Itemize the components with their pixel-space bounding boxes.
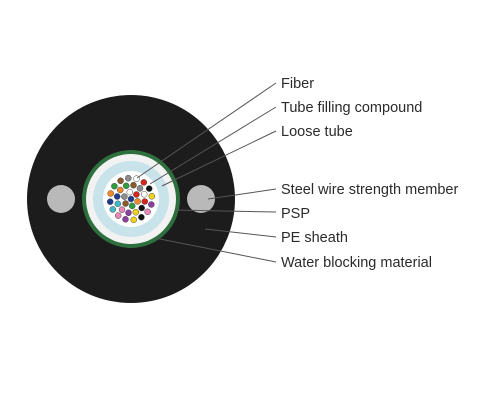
- leader-line-water-blocking: [154, 237, 277, 263]
- fiber-bundle: [106, 174, 156, 224]
- label-psp: PSP: [281, 206, 310, 222]
- fiber-strand: [130, 181, 137, 189]
- fiber-strand: [140, 179, 148, 186]
- steel-wire-right: [187, 185, 215, 213]
- fiber-strand: [130, 216, 137, 224]
- fiber-strand: [126, 188, 134, 196]
- fiber-strand: [148, 201, 155, 208]
- fiber-strand: [121, 193, 128, 200]
- fiber-strand: [117, 177, 124, 185]
- leader-line-tube-filling: [149, 106, 277, 185]
- label-water-blocking-material: Water blocking material: [281, 255, 432, 271]
- fiber-strand: [133, 191, 140, 198]
- fiber-strand: [128, 202, 136, 210]
- fiber-strand: [122, 182, 130, 190]
- label-loose-tube: Loose tube: [281, 124, 353, 140]
- fiber-strand: [127, 195, 135, 203]
- leader-line-steel-wire: [207, 188, 277, 200]
- label-fiber: Fiber: [281, 76, 314, 92]
- leader-line-fiber: [136, 82, 277, 179]
- fiber-strand: [114, 212, 122, 219]
- fiber-strand: [114, 200, 122, 208]
- fiber-strand: [125, 174, 132, 182]
- leader-line-psp: [174, 209, 277, 213]
- fiber-strand: [122, 200, 129, 207]
- fiber-strand: [144, 208, 151, 216]
- label-steel-wire-strength-member: Steel wire strength member: [281, 182, 458, 198]
- fiber-strand: [113, 193, 121, 200]
- fiber-strand: [140, 190, 148, 198]
- fiber-strand: [109, 206, 117, 213]
- fiber-strand: [106, 198, 114, 205]
- steel-wire-left: [47, 185, 75, 213]
- fiber-strand: [134, 198, 141, 205]
- label-pe-sheath: PE sheath: [281, 230, 348, 246]
- fiber-strand: [111, 182, 118, 190]
- fiber-strand: [141, 198, 149, 205]
- fiber-strand: [107, 190, 114, 197]
- leader-line-pe-sheath: [204, 228, 277, 238]
- fiber-strand: [136, 185, 144, 192]
- leader-line-loose-tube: [161, 130, 277, 187]
- fiber-strand: [122, 216, 129, 223]
- fiber-strand: [138, 204, 145, 212]
- fiber-strand: [145, 185, 153, 192]
- fiber-strand: [118, 206, 126, 213]
- fiber-strand: [138, 213, 145, 221]
- fiber-strand: [148, 193, 156, 200]
- fiber-strand: [132, 208, 140, 216]
- fiber-strand: [117, 186, 124, 194]
- fiber-strand: [125, 209, 132, 217]
- label-tube-filling-compound: Tube filling compound: [281, 100, 422, 116]
